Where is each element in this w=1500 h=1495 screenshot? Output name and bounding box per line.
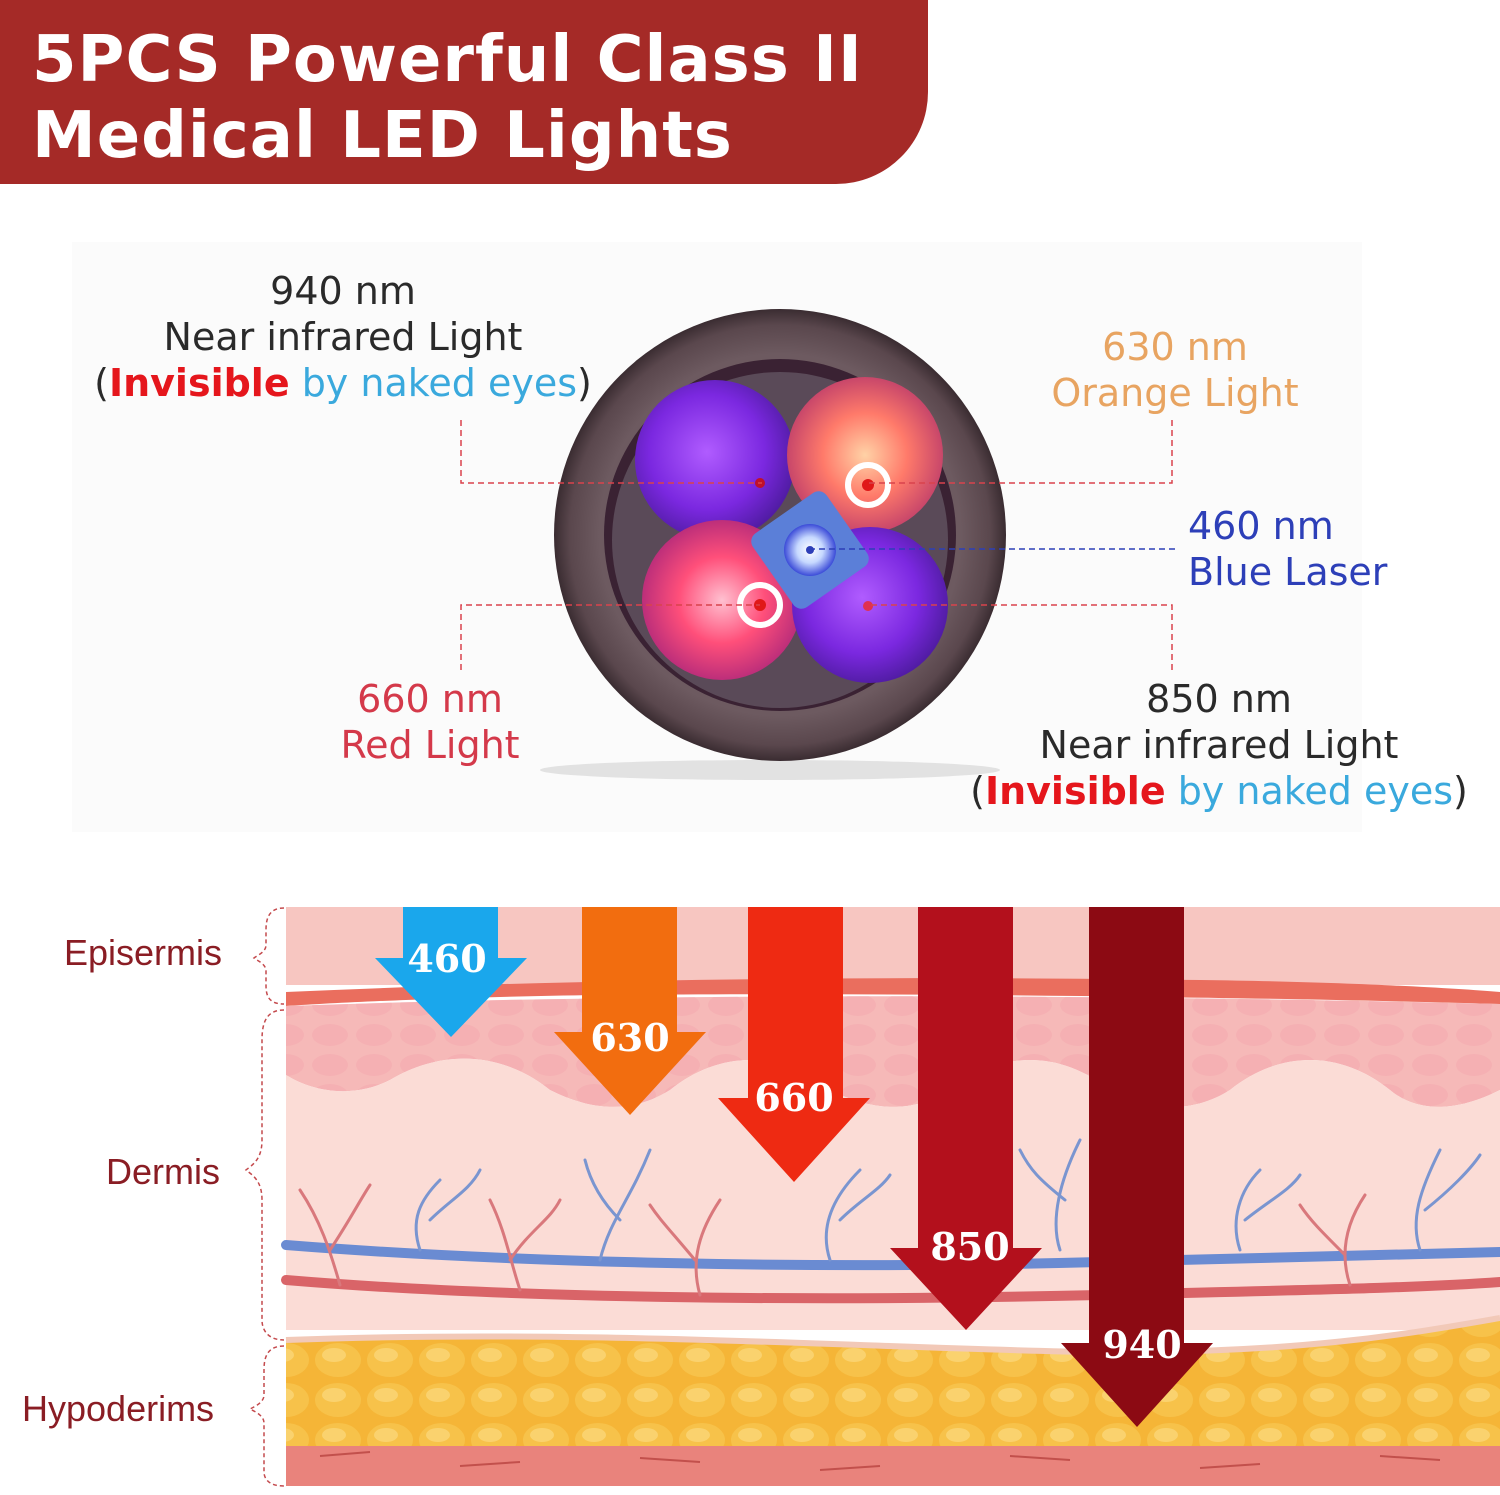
led-lens-630 [787, 377, 943, 533]
label-460-name: Blue Laser [1188, 550, 1388, 594]
arrow-label-850: 850 [930, 1224, 1009, 1269]
skin-layers-illustration: 460 630 660 850 940 [244, 907, 1500, 1487]
skin-penetration-diagram: 460 630 660 850 940 Episermis Dermis Hyp… [0, 900, 1500, 1490]
label-460-nm: 460 nm [1188, 504, 1334, 548]
layer-label-hypodermis: Hypoderims [22, 1388, 215, 1429]
banner-title-line-1: 5PCS Powerful Class II [32, 23, 863, 97]
leader-line-660 [460, 604, 760, 670]
label-940-name: Near infrared Light [163, 315, 523, 359]
lamp-shadow [540, 760, 1000, 780]
label-850-name: Near infrared Light [1039, 723, 1399, 767]
label-660nm: 660 nm Red Light [322, 676, 538, 768]
led-dot-850 [863, 601, 873, 611]
label-630-name: Orange Light [1051, 371, 1299, 415]
arrow-940 [1061, 907, 1213, 1427]
label-460nm: 460 nm Blue Laser [1188, 503, 1408, 595]
hypodermis-boundary [285, 1315, 1500, 1356]
led-dot-460 [806, 546, 814, 554]
leader-line-940 [460, 420, 762, 484]
label-940nm: 940 nm Near infrared Light (Invisible by… [86, 268, 600, 406]
layer-brackets [244, 907, 285, 1487]
muscle-layer [286, 1446, 1500, 1486]
label-660-name: Red Light [340, 723, 520, 767]
leader-line-630 [868, 420, 1173, 484]
label-850-visibility: (Invisible by naked eyes) [970, 769, 1468, 813]
label-630-nm: 630 nm [1102, 325, 1248, 369]
led-lens-940 [635, 380, 795, 540]
banner-title: 5PCS Powerful Class II Medical LED Light… [32, 22, 863, 174]
led-dot-630 [862, 479, 874, 491]
layer-label-epidermis: Episermis [64, 932, 223, 973]
arrow-460 [375, 907, 527, 1037]
arrow-850 [890, 907, 1042, 1330]
label-940-visibility: (Invisible by naked eyes) [94, 361, 592, 405]
arrow-label-460: 460 [407, 936, 486, 981]
arrow-label-940: 940 [1102, 1322, 1181, 1367]
led-lamp-illustration [460, 309, 1175, 780]
label-940-nm: 940 nm [270, 269, 416, 313]
label-630nm: 630 nm Orange Light [1030, 324, 1320, 416]
title-banner: 5PCS Powerful Class II Medical LED Light… [0, 0, 928, 184]
label-850-nm: 850 nm [1146, 677, 1292, 721]
led-dot-630-ring [845, 462, 891, 508]
leader-line-850 [868, 604, 1173, 670]
arrow-630 [554, 907, 706, 1115]
label-850nm: 850 nm Near infrared Light (Invisible by… [962, 676, 1476, 814]
wavelength-arrows [375, 907, 1213, 1427]
arrow-label-630: 630 [590, 1015, 669, 1060]
arrow-660 [718, 907, 870, 1182]
layer-label-dermis: Dermis [106, 1151, 220, 1192]
label-660-nm: 660 nm [357, 677, 503, 721]
arrow-label-660: 660 [754, 1075, 833, 1120]
label-850-naked: by naked eyes [1165, 769, 1454, 813]
label-940-naked: by naked eyes [289, 361, 578, 405]
led-lens-660 [642, 520, 802, 680]
label-850-invisible: Invisible [984, 769, 1166, 813]
label-940-invisible: Invisible [108, 361, 290, 405]
banner-title-line-2: Medical LED Lights [32, 99, 733, 173]
